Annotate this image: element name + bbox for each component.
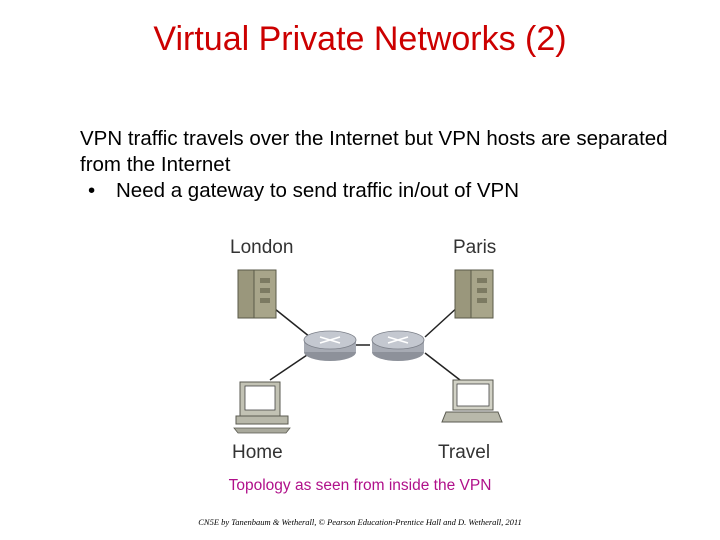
home-desktop-icon [233, 381, 291, 434]
slide-title: Virtual Private Networks (2) [153, 20, 567, 58]
slide-body: VPN traffic travels over the Internet bu… [80, 126, 680, 204]
link-travel-router [424, 352, 461, 381]
router-right-icon [371, 330, 425, 361]
link-london-router [269, 304, 311, 338]
vpn-topology-diagram: London Paris Home Travel [230, 237, 503, 463]
copyright-footer: CN5E by Tanenbaum & Wetherall, © Pearson… [198, 517, 522, 527]
travel-label: Travel [438, 442, 490, 463]
bullet-item: • Need a gateway to send traffic in/out … [80, 178, 680, 204]
link-home-router [269, 352, 311, 381]
london-label: London [230, 237, 293, 258]
router-left-icon [303, 330, 357, 361]
london-server-icon [237, 269, 277, 319]
home-label: Home [232, 442, 283, 463]
body-paragraph: VPN traffic travels over the Internet bu… [80, 127, 668, 176]
links [269, 304, 461, 381]
bullet-symbol: • [88, 179, 96, 202]
bullet-text: Need a gateway to send traffic in/out of… [116, 179, 520, 202]
link-paris-router [424, 304, 461, 338]
diagram-caption: Topology as seen from inside the VPN [228, 477, 492, 494]
paris-label: Paris [453, 237, 496, 258]
paris-server-icon [454, 269, 494, 319]
travel-laptop-icon [441, 379, 503, 423]
